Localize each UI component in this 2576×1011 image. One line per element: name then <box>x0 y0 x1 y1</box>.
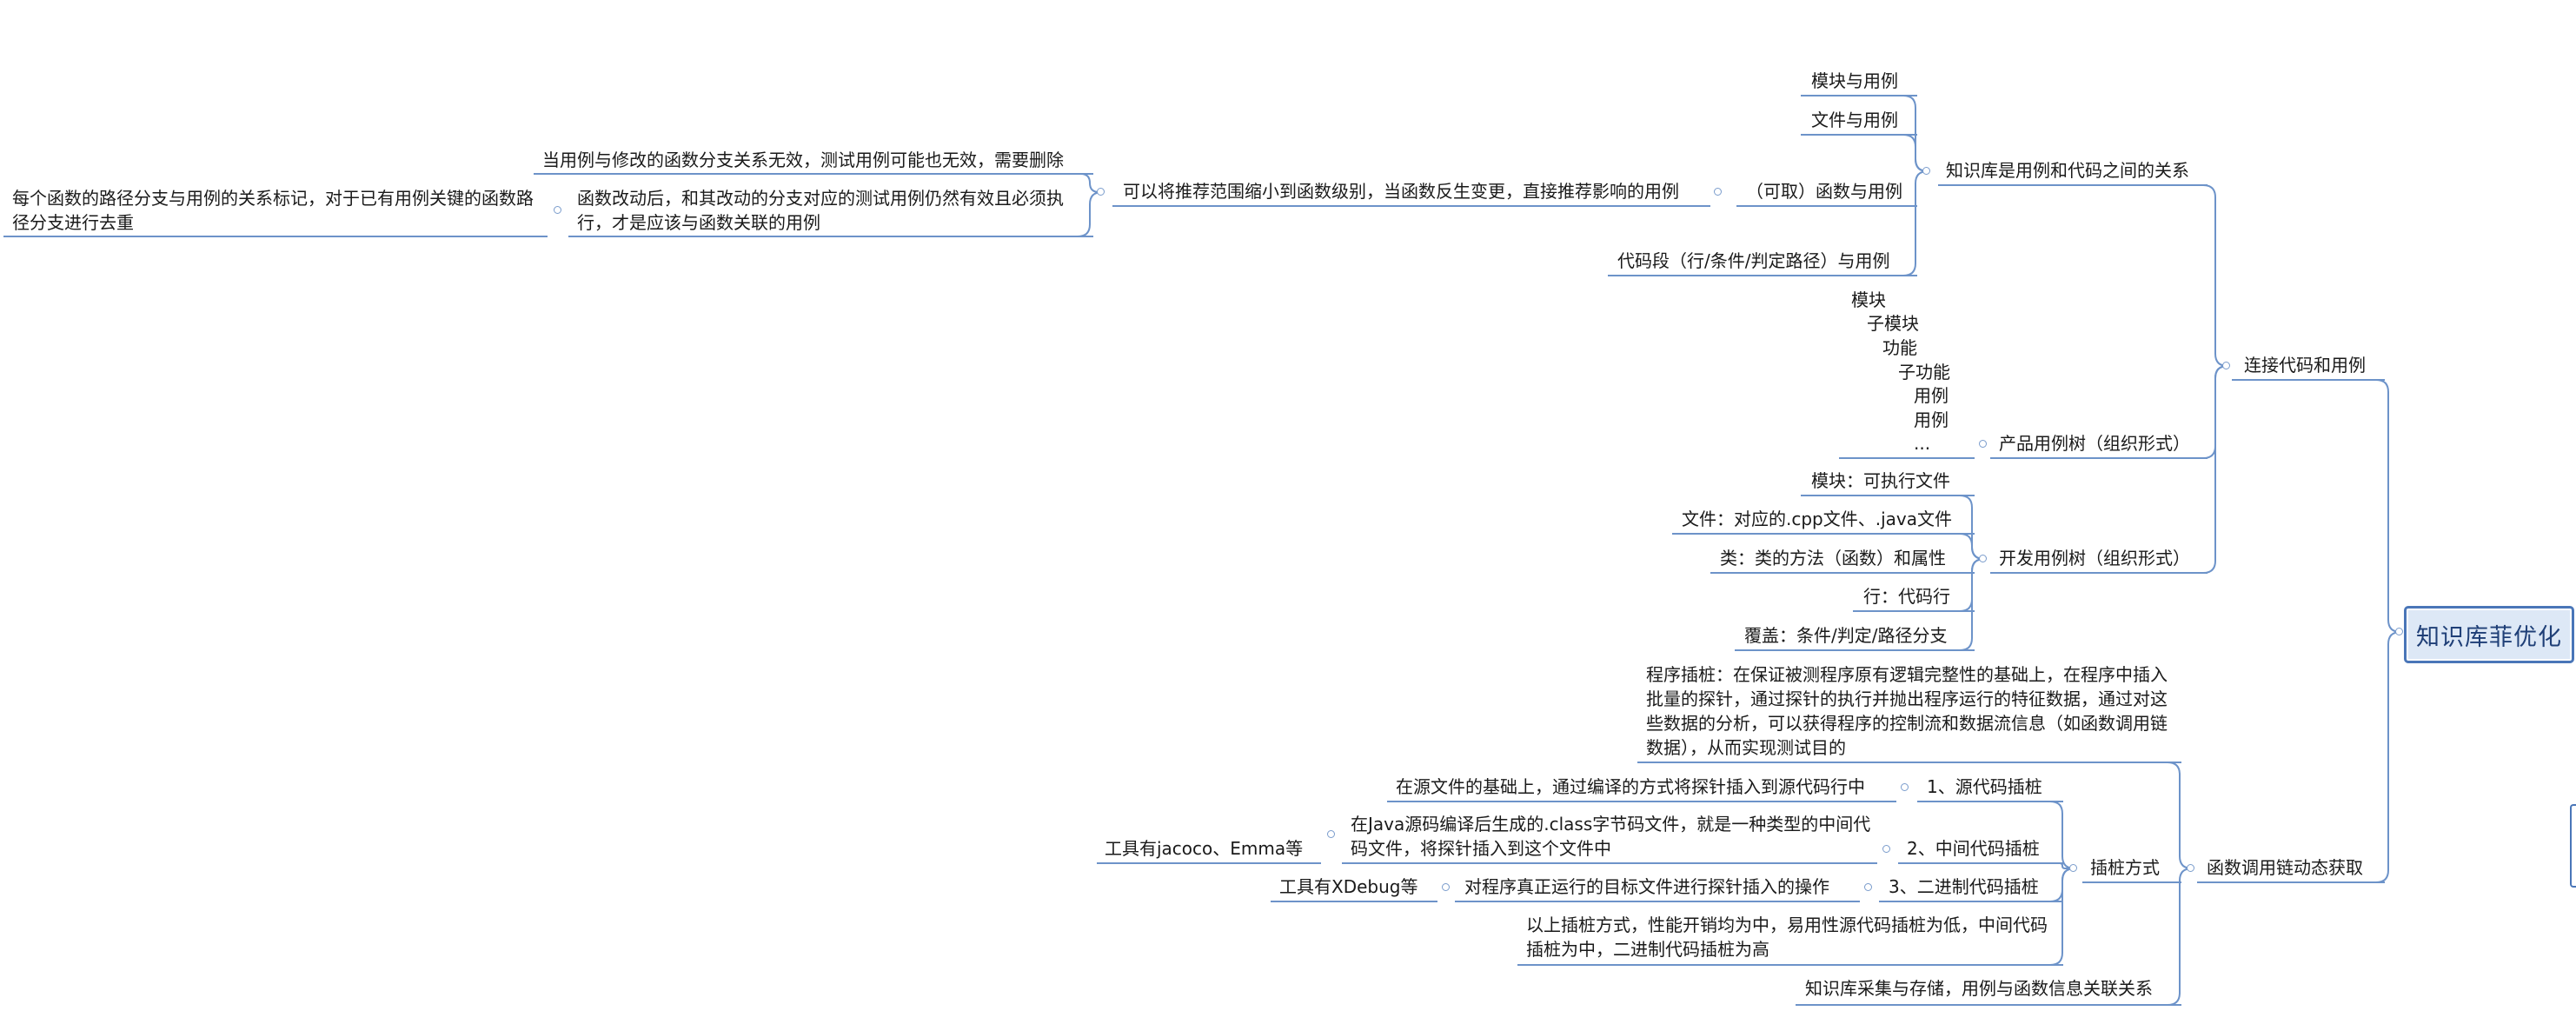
collapse-toggle-icon[interactable] <box>2069 864 2077 872</box>
node-code-seg-case[interactable]: 代码段（行/条件/判定路径）与用例 <box>1617 250 1890 271</box>
node-product-tree[interactable]: 产品用例树（组织形式） <box>1999 433 2190 454</box>
node-instrument-summary[interactable]: 以上插桩方式，性能开销均为中，易用性源代码插桩为低，中间代码插桩为中，二进制代码… <box>1526 915 2048 960</box>
product-tree-line: ... <box>1914 433 1931 454</box>
node-recommend[interactable]: 可以将推荐范围缩小到函数级别，当函数反生变更，直接推荐影响的用例 <box>1123 181 1679 202</box>
product-tree-line: 功能 <box>1882 337 1917 358</box>
node-binary-desc[interactable]: 对程序真正运行的目标文件进行探针插入的操作 <box>1464 876 1829 897</box>
dev-tree-item[interactable]: 文件：对应的.cpp文件、.java文件 <box>1682 509 1953 529</box>
node-kb-relation[interactable]: 知识库是用例和代码之间的关系 <box>1946 160 2189 181</box>
collapse-toggle-icon[interactable] <box>1979 440 1987 448</box>
collapse-toggle-icon[interactable] <box>1442 883 1450 891</box>
node-file-case[interactable]: 文件与用例 <box>1811 110 1898 130</box>
root-side-tab <box>2570 804 2576 888</box>
collapse-toggle-icon[interactable] <box>1882 845 1890 853</box>
branch-connector <box>2244 631 2401 883</box>
collapse-toggle-icon[interactable] <box>1864 883 1872 891</box>
dev-tree-item[interactable]: 模块：可执行文件 <box>1811 470 1950 491</box>
collapse-toggle-icon[interactable] <box>1922 167 1930 175</box>
node-source-instrument[interactable]: 1、源代码插桩 <box>1927 776 2042 797</box>
product-tree-line: 模块 <box>1851 289 1886 310</box>
node-instrument-def[interactable]: 程序插桩：在保证被测程序原有逻辑完整性的基础上，在程序中插入批量的探针，通过探针… <box>1646 664 2168 758</box>
branch-connector <box>2167 868 2193 1006</box>
collapse-toggle-icon[interactable] <box>1714 188 1722 196</box>
node-middle-desc[interactable]: 在Java源码编译后生成的.class字节码文件，就是一种类型的中间代码文件，将… <box>1351 814 1871 859</box>
node-dedup[interactable]: 每个函数的路径分支与用例的关系标记，对于已有用例关键的函数路径分支进行去重 <box>12 188 534 233</box>
product-tree-line: 用例 <box>1914 385 1949 406</box>
collapse-toggle-icon[interactable] <box>2222 362 2230 369</box>
branch-connector <box>2202 365 2228 574</box>
root-label: 知识库菲优化 <box>2416 623 2562 651</box>
dev-tree-item[interactable]: 行：代码行 <box>1863 586 1950 607</box>
branch-connector <box>2049 801 2075 869</box>
node-binary-tools[interactable]: 工具有XDebug等 <box>1279 876 1418 897</box>
product-tree-line: 用例 <box>1914 409 1949 430</box>
collapse-toggle-icon[interactable] <box>1327 830 1335 838</box>
collapse-toggle-icon[interactable] <box>2187 864 2194 872</box>
node-invalid-case[interactable]: 当用例与修改的函数分支关系无效，测试用例可能也无效，需要删除 <box>542 150 1064 170</box>
node-middle-tools[interactable]: 工具有jacoco、Emma等 <box>1105 838 1304 859</box>
product-tree-line: 子功能 <box>1898 362 1950 382</box>
node-middle-instrument[interactable]: 2、中间代码插桩 <box>1907 838 2040 859</box>
collapse-toggle-icon[interactable] <box>2395 628 2403 635</box>
product-tree-line: 子模块 <box>1867 313 1919 334</box>
node-changed-func-case[interactable]: 函数改动后，和其改动的分支对应的测试用例仍然有效且必须执行，才是应该与函数关联的… <box>577 188 1064 233</box>
branch-connector <box>1080 173 1099 193</box>
collapse-toggle-icon[interactable] <box>1979 555 1987 562</box>
collapse-toggle-icon[interactable] <box>1901 783 1909 791</box>
collapse-toggle-icon[interactable] <box>1097 188 1105 196</box>
node-func-case[interactable]: （可取）函数与用例 <box>1746 181 1902 202</box>
collapse-toggle-icon[interactable] <box>554 206 561 214</box>
branch-connector <box>1077 191 1103 237</box>
node-kb-store[interactable]: 知识库采集与存储，用例与函数信息关联关系 <box>1805 978 2153 999</box>
node-module-case[interactable]: 模块与用例 <box>1811 70 1898 91</box>
node-source-desc[interactable]: 在源文件的基础上，通过编译的方式将探针插入到源代码行中 <box>1396 776 1865 797</box>
branch-connector <box>1902 170 1929 276</box>
root-node[interactable]: 知识库菲优化 <box>2404 606 2574 663</box>
node-instrument-mode[interactable]: 插桩方式 <box>2090 857 2160 878</box>
branch-connector <box>2202 184 2228 367</box>
branch-connector <box>2167 762 2193 869</box>
branch-connector <box>2059 862 2069 869</box>
node-connect-code-case[interactable]: 连接代码和用例 <box>2244 355 2366 376</box>
node-dev-tree[interactable]: 开发用例树（组织形式） <box>1999 548 2190 569</box>
branch-connector <box>2244 379 2401 633</box>
node-binary-instrument[interactable]: 3、二进制代码插桩 <box>1889 876 2039 897</box>
dev-tree-item[interactable]: 类：类的方法（函数）和属性 <box>1720 548 1946 569</box>
branch-connector <box>2049 868 2075 966</box>
dev-tree-item[interactable]: 覆盖：条件/判定/路径分支 <box>1744 625 1948 646</box>
node-callchain[interactable]: 函数调用链动态获取 <box>2207 857 2363 878</box>
